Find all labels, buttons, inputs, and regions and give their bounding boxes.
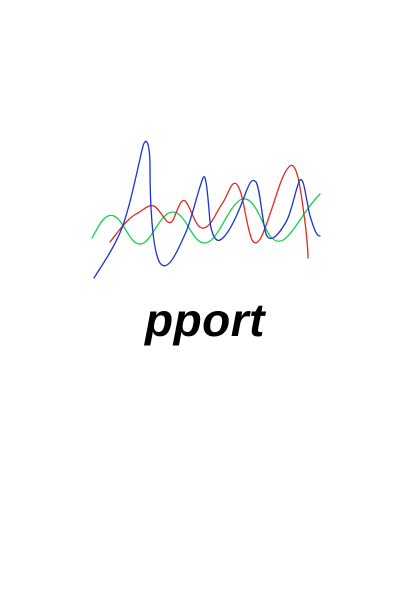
app-wordmark: pport	[144, 294, 265, 346]
logo-wave-red	[109, 164, 309, 259]
waveform-logo-icon	[91, 140, 321, 279]
logo-wave-green	[91, 193, 321, 245]
logo-wave-blue	[93, 140, 321, 279]
